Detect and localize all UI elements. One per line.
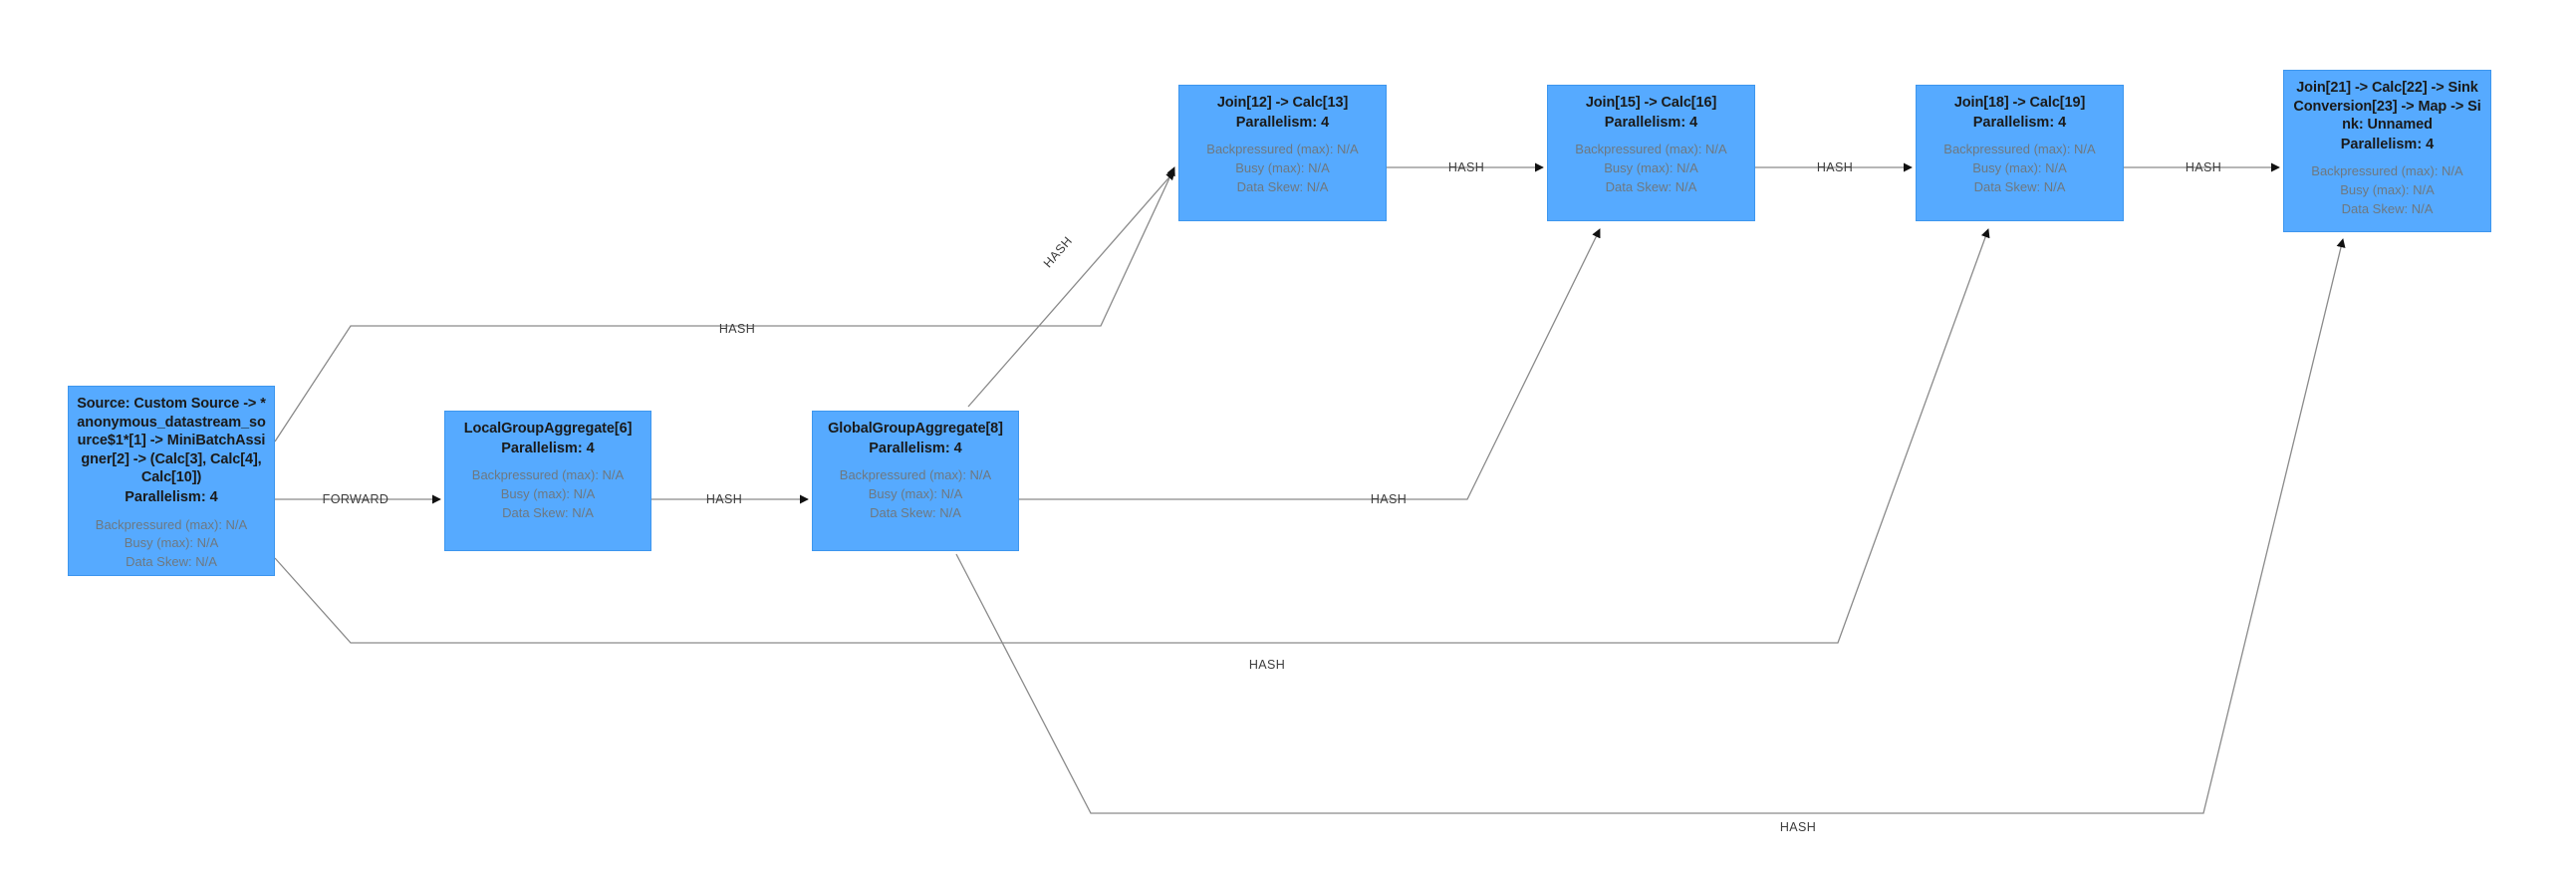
node-join-12-calc-13[interactable]: Join[12] -> Calc[13] Parallelism: 4 Back… bbox=[1178, 85, 1387, 221]
node-metric-data-skew: Data Skew: N/A bbox=[502, 505, 594, 521]
edge-label-hash-source-join18: HASH bbox=[1248, 658, 1286, 672]
node-parallelism: Parallelism: 4 bbox=[2340, 136, 2435, 152]
node-parallelism: Parallelism: 4 bbox=[501, 440, 595, 456]
node-local-group-aggregate[interactable]: LocalGroupAggregate[6] Parallelism: 4 Ba… bbox=[444, 411, 651, 551]
node-parallelism: Parallelism: 4 bbox=[1604, 114, 1698, 131]
edge-source-to-join-12 bbox=[274, 166, 1175, 442]
node-title: Join[12] -> Calc[13] bbox=[1216, 95, 1349, 111]
node-title: Source: Custom Source -> *anonymous_data… bbox=[77, 396, 266, 486]
node-metric-data-skew: Data Skew: N/A bbox=[870, 505, 961, 521]
node-title: Join[15] -> Calc[16] bbox=[1585, 95, 1717, 111]
node-metric-busy: Busy (max): N/A bbox=[2340, 182, 2435, 198]
node-title: LocalGroupAggregate[6] bbox=[463, 421, 633, 437]
edge-label-hash-source-join12: HASH bbox=[718, 322, 756, 336]
node-metric-busy: Busy (max): N/A bbox=[124, 535, 219, 551]
node-metric-data-skew: Data Skew: N/A bbox=[1605, 179, 1697, 195]
node-metric-backpressured: Backpressured (max): N/A bbox=[1575, 142, 1727, 157]
edge-label-hash-global-join21: HASH bbox=[1779, 820, 1817, 834]
node-metric-backpressured: Backpressured (max): N/A bbox=[1206, 142, 1359, 157]
node-global-group-aggregate[interactable]: GlobalGroupAggregate[8] Parallelism: 4 B… bbox=[812, 411, 1019, 551]
node-join-15-calc-16[interactable]: Join[15] -> Calc[16] Parallelism: 4 Back… bbox=[1547, 85, 1755, 221]
node-metric-backpressured: Backpressured (max): N/A bbox=[839, 467, 992, 483]
edge-label-hash-local-global: HASH bbox=[705, 492, 743, 506]
node-metric-backpressured: Backpressured (max): N/A bbox=[2311, 163, 2463, 179]
node-metric-busy: Busy (max): N/A bbox=[1235, 160, 1330, 176]
node-parallelism: Parallelism: 4 bbox=[125, 488, 218, 505]
node-metric-backpressured: Backpressured (max): N/A bbox=[1943, 142, 2096, 157]
node-metric-busy: Busy (max): N/A bbox=[868, 486, 963, 502]
edge-label-hash-global-join15: HASH bbox=[1370, 492, 1408, 506]
node-join-21-sink[interactable]: Join[21] -> Calc[22] -> Sink Conversion[… bbox=[2283, 70, 2491, 232]
node-metric-data-skew: Data Skew: N/A bbox=[1973, 179, 2066, 195]
node-parallelism: Parallelism: 4 bbox=[869, 440, 962, 456]
node-parallelism: Parallelism: 4 bbox=[1972, 114, 2067, 131]
node-title: GlobalGroupAggregate[8] bbox=[828, 421, 1003, 437]
edge-global-to-join-12 bbox=[967, 170, 1175, 408]
node-metric-busy: Busy (max): N/A bbox=[1604, 160, 1698, 176]
node-source[interactable]: Source: Custom Source -> *anonymous_data… bbox=[68, 386, 275, 576]
node-metric-backpressured: Backpressured (max): N/A bbox=[471, 467, 625, 483]
node-metric-data-skew: Data Skew: N/A bbox=[2341, 201, 2434, 217]
node-title: Join[18] -> Calc[19] bbox=[1953, 95, 2086, 111]
node-metric-busy: Busy (max): N/A bbox=[500, 486, 596, 502]
edge-label-hash-join18-join21: HASH bbox=[2185, 160, 2222, 174]
node-metric-backpressured: Backpressured (max): N/A bbox=[95, 516, 248, 532]
edge-global-to-join-21 bbox=[955, 238, 2346, 814]
node-metric-data-skew: Data Skew: N/A bbox=[126, 554, 217, 570]
edge-label-hash-join12-join15: HASH bbox=[1447, 160, 1485, 174]
node-metric-data-skew: Data Skew: N/A bbox=[1236, 179, 1329, 195]
node-parallelism: Parallelism: 4 bbox=[1235, 114, 1330, 131]
edge-label-hash-join15-join18: HASH bbox=[1816, 160, 1854, 174]
node-title: Join[21] -> Calc[22] -> Sink Conversion[… bbox=[2293, 80, 2481, 134]
edge-label-forward: FORWARD bbox=[322, 492, 389, 506]
node-metric-busy: Busy (max): N/A bbox=[1972, 160, 2067, 176]
edge-label-hash-global-join12: HASH bbox=[1040, 233, 1076, 271]
node-join-18-calc-19[interactable]: Join[18] -> Calc[19] Parallelism: 4 Back… bbox=[1916, 85, 2124, 221]
edge-global-to-join-15 bbox=[1019, 228, 1601, 500]
